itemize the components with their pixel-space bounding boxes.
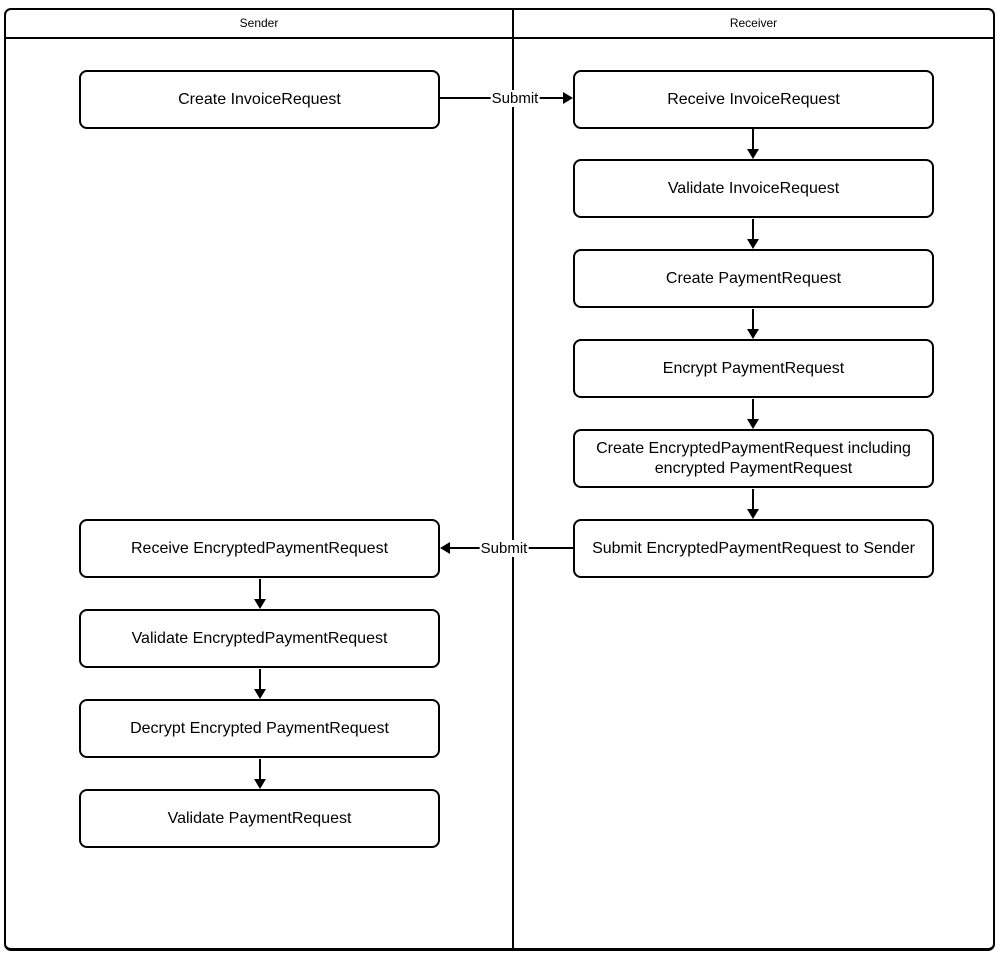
edge-label-submit-to-receiver: Submit <box>490 90 540 107</box>
lane-header-sender: Sender <box>239 16 279 30</box>
arrow-line-sender-2-3 <box>259 579 261 599</box>
node-validate-invoicerequest: Validate InvoiceRequest <box>573 159 934 218</box>
lane-header-separator <box>4 37 995 39</box>
arrowhead-down-receiver-3-4 <box>747 329 759 339</box>
arrowhead-down-sender-3-4 <box>254 689 266 699</box>
node-receive-encryptedpaymentrequest: Receive EncryptedPaymentRequest <box>79 519 440 578</box>
node-encrypt-paymentrequest: Encrypt PaymentRequest <box>573 339 934 398</box>
arrowhead-left-submit-to-sender <box>440 542 450 554</box>
lane-divider <box>512 8 514 951</box>
arrow-line-sender-3-4 <box>259 669 261 689</box>
arrow-line-receiver-3-4 <box>752 309 754 329</box>
arrowhead-down-receiver-1-2 <box>747 149 759 159</box>
arrowhead-down-sender-2-3 <box>254 599 266 609</box>
arrowhead-down-receiver-4-5 <box>747 419 759 429</box>
node-validate-paymentrequest: Validate PaymentRequest <box>79 789 440 848</box>
arrow-line-receiver-5-6 <box>752 489 754 509</box>
node-create-encryptedpaymentrequest: Create EncryptedPaymentRequest including… <box>573 429 934 488</box>
node-create-paymentrequest: Create PaymentRequest <box>573 249 934 308</box>
node-receive-invoicerequest: Receive InvoiceRequest <box>573 70 934 129</box>
lane-header-receiver: Receiver <box>729 16 778 30</box>
arrow-line-receiver-1-2 <box>752 129 754 149</box>
arrowhead-down-receiver-2-3 <box>747 239 759 249</box>
node-decrypt-encrypted-paymentrequest: Decrypt Encrypted PaymentRequest <box>79 699 440 758</box>
node-create-invoicerequest: Create InvoiceRequest <box>79 70 440 129</box>
arrow-line-sender-4-5 <box>259 759 261 779</box>
node-validate-encryptedpaymentrequest: Validate EncryptedPaymentRequest <box>79 609 440 668</box>
arrow-line-receiver-4-5 <box>752 399 754 419</box>
arrow-line-receiver-2-3 <box>752 219 754 239</box>
arrowhead-right-submit-to-receiver <box>563 92 573 104</box>
arrowhead-down-sender-4-5 <box>254 779 266 789</box>
edge-label-submit-to-sender: Submit <box>479 540 529 557</box>
arrowhead-down-receiver-5-6 <box>747 509 759 519</box>
node-submit-encryptedpaymentrequest-to-sender: Submit EncryptedPaymentRequest to Sender <box>573 519 934 578</box>
